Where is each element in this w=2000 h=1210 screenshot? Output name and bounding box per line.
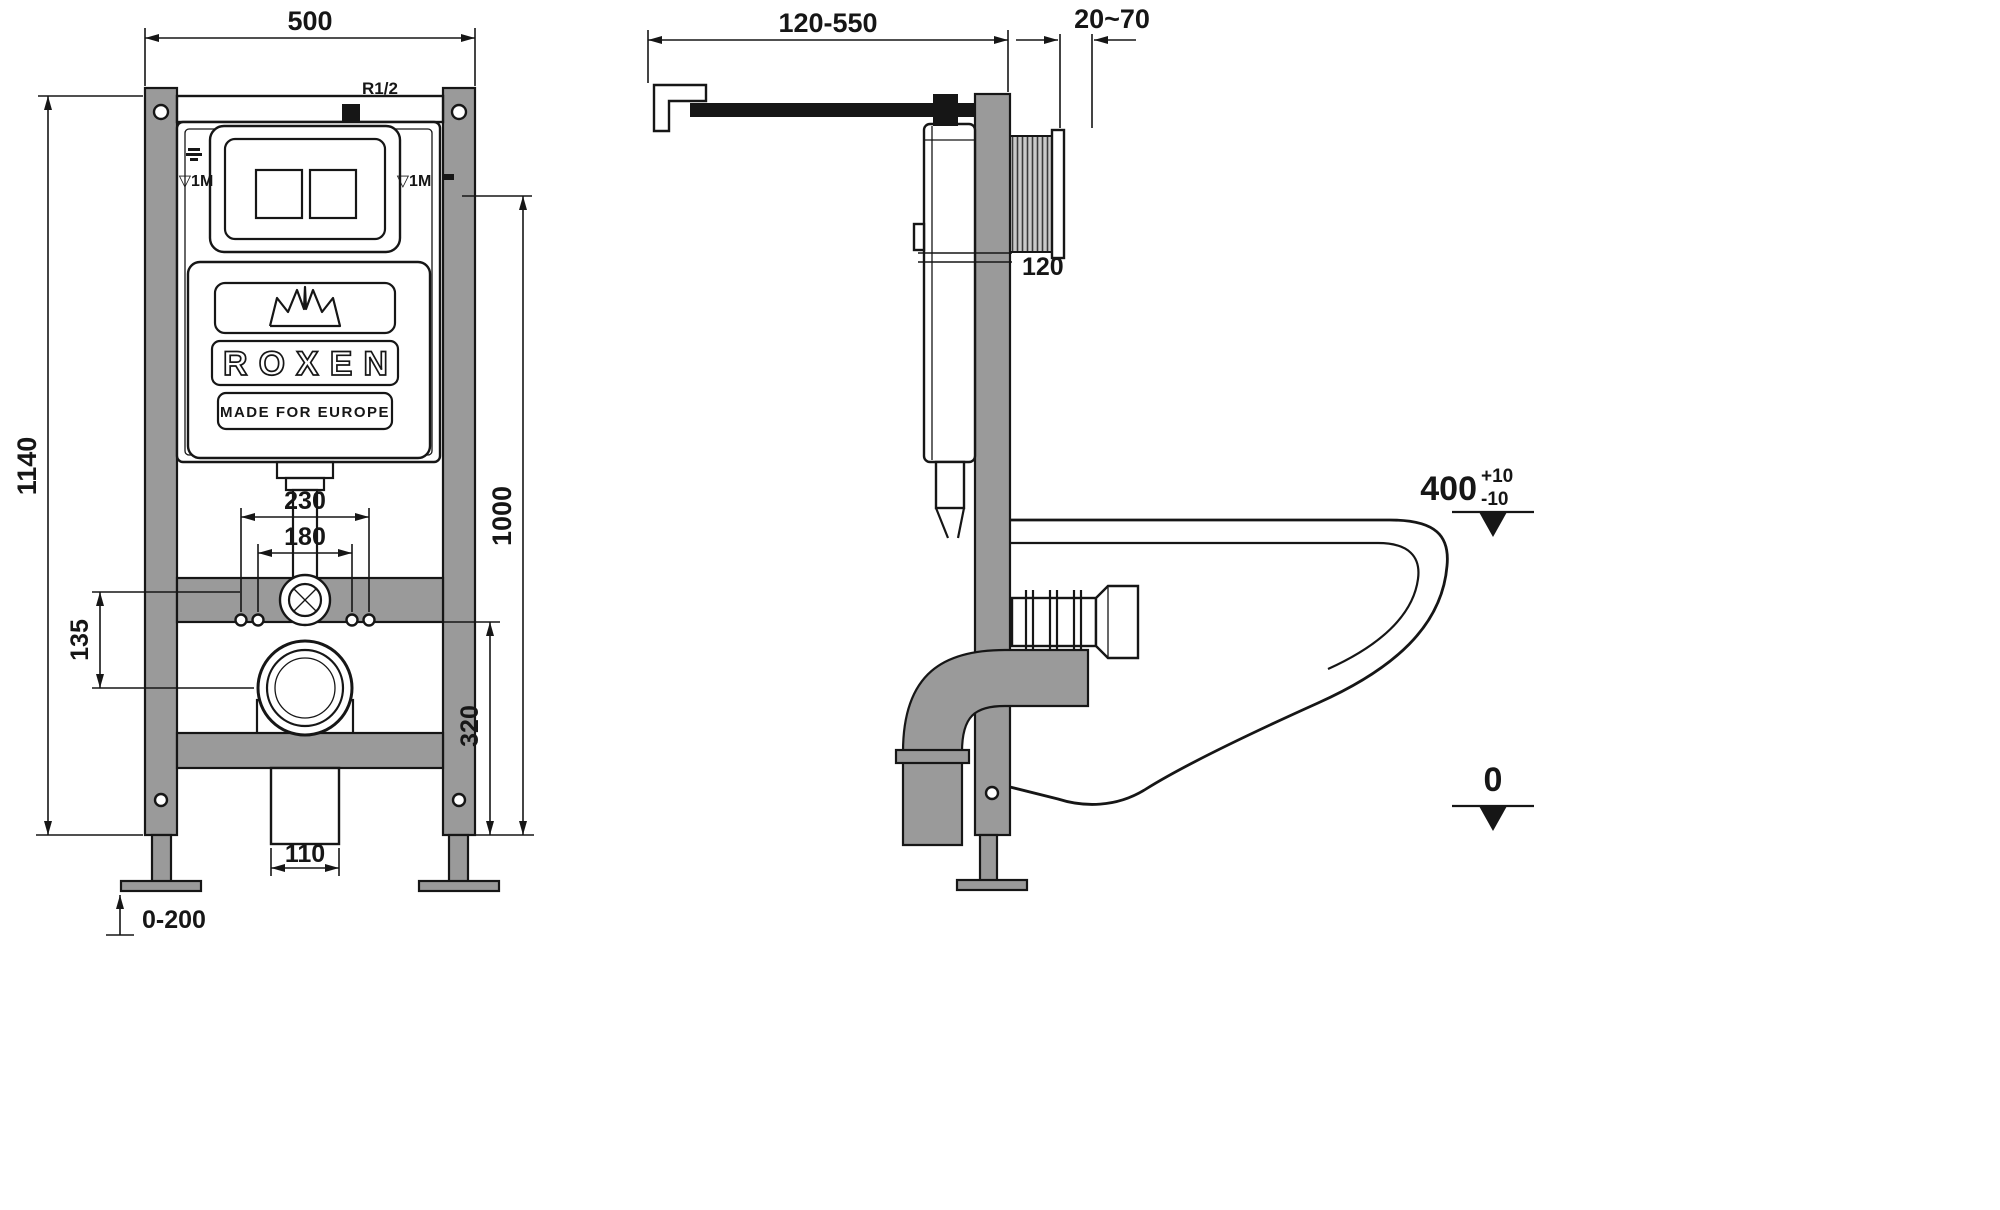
svg-text:+10: +10 (1481, 466, 1513, 487)
svg-text:110: 110 (285, 840, 325, 868)
drain-pipe (269, 766, 341, 846)
svg-text:135: 135 (66, 619, 94, 661)
front-view: R1/2 ▽1M ▽1M ROXEN MADE FOR EUROPE (12, 6, 534, 936)
drain-outlet (256, 639, 354, 737)
water-level-mark-left: ▽1M (179, 148, 214, 190)
dim-plate-height-1000: 1000 (462, 195, 532, 835)
valve-icon (188, 148, 200, 151)
svg-text:230: 230 (284, 487, 326, 515)
svg-text:500: 500 (287, 6, 332, 36)
dim-cistern-120: 120 (918, 252, 1064, 281)
right-rail (441, 86, 477, 837)
flush-pipe (275, 460, 335, 580)
dim-drain-height-320: 320 (380, 621, 500, 835)
right-foot (447, 833, 470, 885)
crown-icon (268, 285, 342, 328)
svg-text:▽1M: ▽1M (397, 173, 432, 190)
trumpet-flange (1094, 584, 1140, 660)
flush-plate (208, 124, 402, 254)
anchor-plate (1050, 128, 1066, 260)
dim-height-1140: 1140 (12, 95, 143, 835)
svg-text:400: 400 (1420, 470, 1477, 508)
flush-bend (934, 460, 966, 510)
flush-button-right (308, 168, 358, 220)
left-foot (150, 833, 173, 885)
svg-text:120-550: 120-550 (778, 8, 877, 38)
dim-width-500: 500 (144, 6, 476, 86)
mounting-hole (345, 613, 359, 627)
screw-icon (152, 103, 170, 121)
cistern-side (912, 122, 977, 539)
level-400: 400 +10 -10 (1420, 466, 1534, 537)
wall-hook (652, 83, 708, 133)
level-marker-icon (1479, 512, 1507, 537)
brand-name: ROXEN (223, 345, 399, 383)
support-arm (652, 83, 975, 133)
inlet-label: R1/2 (362, 79, 398, 98)
level-0: 0 (1452, 761, 1534, 831)
left-rail (143, 86, 179, 837)
logo-panel: ROXEN MADE FOR EUROPE (186, 260, 432, 460)
left-foot-plate (119, 879, 203, 893)
pipe-coupling (894, 748, 971, 765)
svg-text:1000: 1000 (487, 486, 517, 546)
screw-icon (984, 785, 1000, 801)
svg-text:-10: -10 (1481, 489, 1508, 510)
screw-icon (153, 792, 169, 808)
water-inlet (342, 104, 360, 122)
side-view: 120 120-550 (647, 4, 1534, 892)
mounting-hole (251, 613, 265, 627)
mounting-hole (362, 613, 376, 627)
arm-clamp (933, 94, 958, 126)
mounting-hole (234, 613, 248, 627)
svg-text:▽1M: ▽1M (179, 173, 214, 190)
dim-wall-gap-20-70: 20~70 (1016, 4, 1150, 128)
svg-text:180: 180 (284, 523, 326, 551)
svg-text:0-200: 0-200 (142, 906, 206, 934)
top-crossbar (175, 94, 445, 124)
bottom-bar (175, 731, 445, 770)
dim-spacing-180: 180 (257, 523, 353, 612)
dim-offset-135: 135 (66, 591, 254, 689)
toilet-bowl (1009, 518, 1449, 806)
water-level-mark-right: ▽1M (397, 173, 454, 190)
screw-icon (451, 792, 467, 808)
svg-text:120: 120 (1022, 253, 1064, 281)
wall-anchor (1009, 128, 1066, 260)
level-marker-icon (1479, 806, 1507, 831)
drain-elbow (894, 648, 1090, 847)
screw-icon (450, 103, 468, 121)
flush-button-left (254, 168, 304, 220)
post-foot-plate (955, 878, 1029, 892)
dim-depth-120-550: 120-550 (647, 8, 1009, 92)
right-foot-plate (417, 879, 501, 893)
frame-post (973, 92, 1012, 837)
brand-tagline: MADE FOR EUROPE (220, 404, 390, 421)
outlet-connector (1010, 584, 1140, 660)
svg-text:1140: 1140 (12, 437, 42, 496)
feet (119, 833, 501, 893)
svg-text:320: 320 (456, 705, 484, 747)
svg-text:20~70: 20~70 (1074, 4, 1150, 34)
dim-pipe-110: 110 (270, 840, 340, 876)
dim-spacing-230: 230 (240, 487, 370, 612)
post-foot (978, 833, 999, 884)
svg-text:0: 0 (1484, 761, 1503, 799)
threaded-rod (1009, 135, 1055, 253)
dim-feet-0-200: 0-200 (106, 895, 206, 936)
